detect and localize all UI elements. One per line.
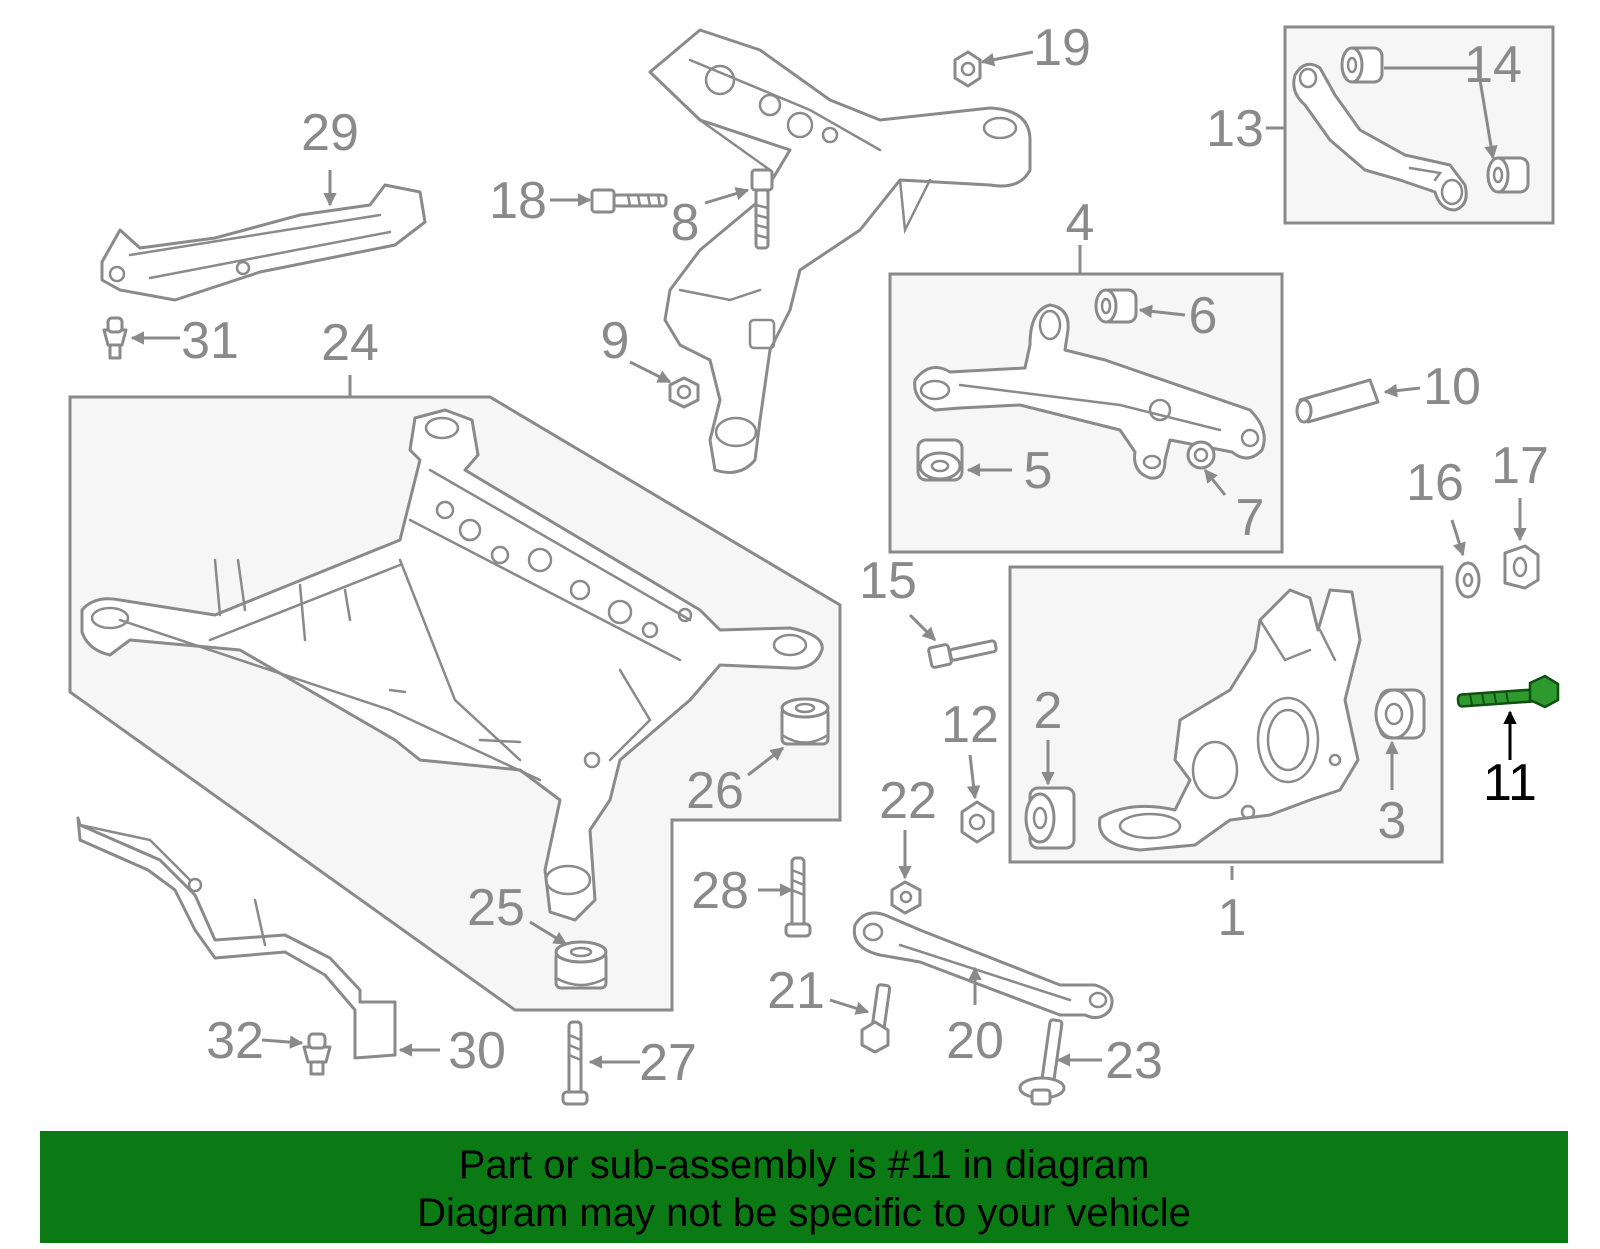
part-17-nut	[1503, 544, 1540, 590]
part-25-bushing	[554, 940, 608, 990]
part-28-bolt	[784, 856, 812, 938]
part-13-upper-arm	[1292, 62, 1468, 212]
callout-5[interactable]: 5	[1024, 442, 1053, 500]
part-32-clip	[302, 1032, 332, 1076]
callout-labels: 1 2 3 4 5 6 7 8 9 10 11 12 13 14 15 16 1…	[181, 19, 1549, 1092]
callout-22[interactable]: 22	[879, 772, 937, 830]
part-9-nut	[668, 376, 700, 409]
part-18-bolt	[590, 188, 668, 214]
callout-9[interactable]: 9	[601, 312, 630, 370]
callout-1[interactable]: 1	[1218, 889, 1247, 947]
part-4-lower-arm	[913, 303, 1266, 480]
callout-10[interactable]: 10	[1423, 358, 1481, 416]
callout-15[interactable]: 15	[859, 552, 917, 610]
callout-14[interactable]: 14	[1464, 36, 1522, 94]
callout-24[interactable]: 24	[321, 314, 379, 372]
callout-2[interactable]: 2	[1034, 682, 1063, 740]
callout-25[interactable]: 25	[467, 879, 525, 937]
part-23-bolt	[1018, 1018, 1066, 1106]
part-5-bushing	[916, 438, 964, 482]
leader-lines	[130, 50, 1527, 1069]
part-14-bushing-top	[1340, 46, 1384, 84]
part-8-bolt	[750, 168, 774, 250]
callout-12[interactable]: 12	[941, 696, 999, 754]
part-20-link	[852, 911, 1114, 1020]
part-10-sleeve	[1295, 378, 1380, 424]
callout-17[interactable]: 17	[1491, 437, 1549, 495]
callout-30[interactable]: 30	[448, 1022, 506, 1080]
part-24-subframe	[80, 408, 824, 922]
callout-11[interactable]: 11	[1483, 754, 1537, 812]
callout-18[interactable]: 18	[489, 172, 547, 230]
callout-31[interactable]: 31	[181, 312, 239, 370]
callout-8[interactable]: 8	[671, 194, 700, 252]
part-21-bolt	[860, 983, 892, 1054]
banner-line-2: Diagram may not be specific to your vehi…	[417, 1191, 1191, 1235]
part-3-bushing	[1374, 688, 1426, 740]
banner-line-1: Part or sub-assembly is #11 in diagram	[458, 1143, 1150, 1187]
part-31-clip	[102, 316, 128, 360]
part-30-brace	[76, 816, 397, 1060]
callout-32[interactable]: 32	[206, 1012, 264, 1070]
part-26-bushing	[780, 697, 830, 746]
callout-3[interactable]: 3	[1378, 792, 1407, 850]
info-banner: Part or sub-assembly is #11 in diagram D…	[40, 1131, 1568, 1243]
callout-23[interactable]: 23	[1105, 1032, 1163, 1090]
callout-13[interactable]: 13	[1206, 100, 1264, 158]
part-29-crossmember	[100, 183, 427, 302]
part-14-bushing-bottom	[1486, 156, 1530, 194]
part-1-knuckle	[1098, 588, 1362, 852]
part-12-nut	[960, 800, 995, 844]
callout-6[interactable]: 6	[1189, 287, 1218, 345]
part-7-clip	[1186, 440, 1216, 470]
callout-7[interactable]: 7	[1236, 489, 1265, 547]
callout-20[interactable]: 20	[946, 1012, 1004, 1070]
part-27-bolt	[561, 1020, 589, 1106]
callout-28[interactable]: 28	[691, 862, 749, 920]
part-2-bushing	[1024, 786, 1076, 850]
callout-16[interactable]: 16	[1406, 454, 1464, 512]
callout-4[interactable]: 4	[1066, 194, 1095, 252]
callout-27[interactable]: 27	[639, 1034, 697, 1092]
subframe-top-assembly	[648, 28, 1032, 474]
part-11-bolt-highlighted[interactable]	[1456, 674, 1560, 709]
callout-19[interactable]: 19	[1033, 19, 1091, 77]
callout-29[interactable]: 29	[301, 104, 359, 162]
part-15-bolt	[927, 639, 998, 669]
part-6-bushing	[1094, 288, 1138, 324]
part-22-nut	[890, 880, 922, 915]
callout-26[interactable]: 26	[686, 762, 744, 820]
callout-21[interactable]: 21	[767, 962, 825, 1020]
part-16-washer	[1455, 561, 1481, 599]
part-19-nut	[953, 50, 982, 88]
